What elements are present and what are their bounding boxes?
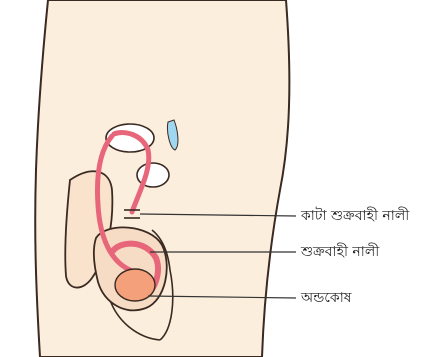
label-cut-vas-deferens: কাটা শুক্রবাহী নালী	[301, 208, 409, 224]
label-vas-deferens: শুক্রবাহী নালী	[301, 244, 379, 260]
label-testis: অন্ডকোষ	[301, 290, 352, 306]
